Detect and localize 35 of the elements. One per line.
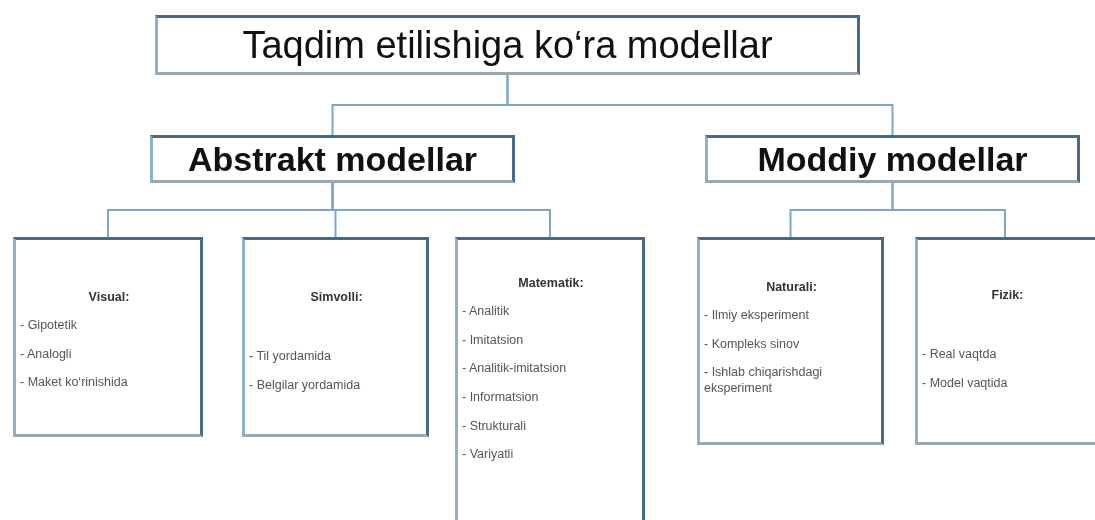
list-item: - Analogli	[20, 346, 73, 363]
list-item: - Ishlab chiqarishdagi eksperiment	[704, 365, 824, 397]
category-box	[455, 237, 645, 520]
list-item: - Analitik	[462, 304, 511, 320]
category-box	[242, 237, 429, 437]
connector-line	[506, 74, 894, 136]
list-item: - Imitatsion	[462, 332, 525, 349]
category-box	[697, 237, 884, 445]
category-heading: Simvolli:	[309, 290, 364, 304]
heading-box	[150, 135, 515, 183]
connector-line	[891, 182, 1006, 238]
list-item: - Ilmiy eksperiment	[704, 308, 810, 324]
category-heading: Visual:	[87, 290, 131, 304]
list-item: - Belgilar yordamida	[249, 377, 362, 394]
category-box	[915, 237, 1095, 445]
heading-box	[705, 135, 1080, 183]
heading-text: Taqdim etilishiga ko‘ra modellar	[242, 23, 773, 67]
list-item: - Maket ko‘rinishida	[20, 375, 129, 391]
list-item: - Kompleks sinov	[704, 336, 801, 353]
category-box	[13, 237, 203, 437]
heading-text: Abstrakt modellar	[187, 139, 478, 179]
category-heading: Matematik:	[517, 276, 585, 290]
list-item: - Variyatli	[462, 447, 515, 463]
list-item: - Informatsion	[462, 389, 540, 406]
list-item: - Til yordamida	[249, 349, 332, 365]
category-heading: Naturali:	[765, 280, 818, 294]
connector-line	[331, 182, 551, 238]
category-heading: Fizik:	[990, 288, 1025, 302]
list-item: - Gipotetik	[20, 318, 78, 334]
list-item: - Model vaqtida	[922, 375, 1009, 392]
list-item: - Analitik-imitatsion	[462, 361, 568, 377]
list-item: - Strukturali	[462, 418, 527, 435]
heading-text: Moddiy modellar	[757, 139, 1028, 179]
heading-box	[155, 15, 860, 75]
list-item: - Real vaqtda	[922, 347, 998, 363]
